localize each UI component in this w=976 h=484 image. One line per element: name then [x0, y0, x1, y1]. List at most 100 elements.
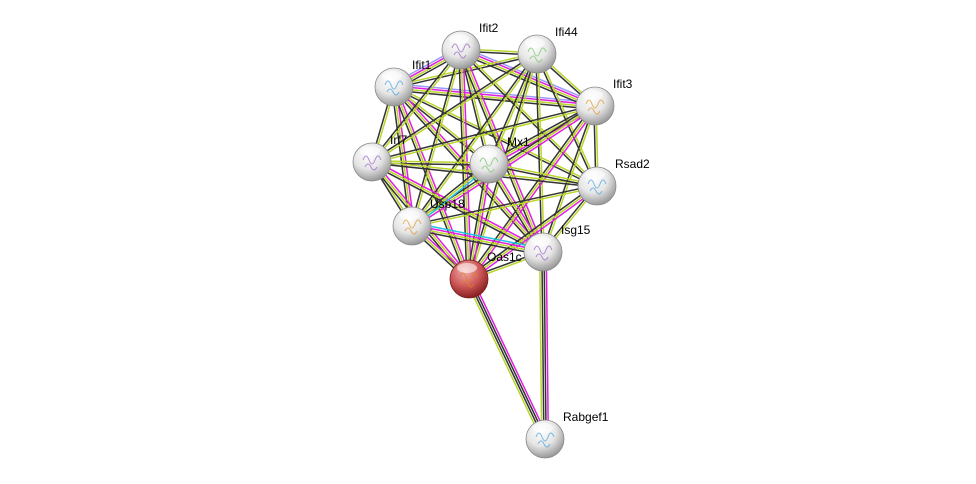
edge-ifit3-oas1c[interactable] — [466, 104, 598, 281]
edge-layer — [369, 46, 599, 441]
edge-ifi44-isg15[interactable] — [535, 53, 545, 253]
node-oas1c[interactable]: Oas1c — [449, 250, 522, 299]
edge-evidence-textmining — [468, 185, 598, 280]
node-label: Ifi44 — [555, 25, 578, 39]
node-label: Rsad2 — [615, 157, 650, 171]
node-mx1[interactable]: Mx1 — [469, 135, 530, 184]
edge-isg15-rabgef1[interactable] — [538, 251, 550, 440]
edge-irf7-isg15[interactable] — [370, 159, 545, 255]
edge-evidence-textmining — [412, 186, 598, 228]
protein-structure-icon — [585, 99, 605, 115]
protein-structure-icon — [479, 157, 499, 173]
sphere-highlight — [360, 146, 380, 156]
edge-evidence-textmining — [393, 86, 544, 253]
sphere-highlight — [400, 210, 420, 220]
edge-evidence-experiments — [471, 277, 549, 438]
edge-evidence-experiments — [372, 159, 545, 251]
edge-evidence-textmining — [468, 163, 490, 280]
edge-evidence-coexpression — [467, 279, 545, 440]
node-ifi44[interactable]: Ifi44 — [517, 25, 578, 74]
edge-evidence-textmining — [465, 280, 543, 441]
edge-evidence-coexpression — [371, 104, 595, 162]
edge-evidence-coexpression — [541, 252, 545, 440]
node-label: Irf7 — [390, 133, 408, 147]
node-label: Mx1 — [507, 135, 530, 149]
edge-evidence-coexpression — [393, 87, 597, 188]
node-ifit1[interactable]: Ifit1 — [374, 58, 432, 107]
edge-ifit3-irf7[interactable] — [371, 104, 596, 164]
edge-ifi44-rsad2[interactable] — [535, 53, 599, 187]
edge-evidence-coexpression — [487, 103, 595, 163]
edge-evidence-experiments — [545, 251, 550, 439]
edge-evidence-experiments — [470, 106, 598, 281]
edge-evidence-textmining — [468, 105, 596, 280]
sphere-highlight — [525, 38, 545, 48]
edge-rsad2-oas1c[interactable] — [467, 183, 599, 282]
edge-evidence-coexpression — [543, 251, 547, 439]
edge-rsad2-usp18[interactable] — [411, 184, 598, 228]
edge-oas1c-rabgef1[interactable] — [465, 277, 549, 441]
edge-evidence-coexpression — [370, 52, 537, 162]
edge-evidence-coexpression — [469, 278, 547, 439]
edge-ifit2-usp18[interactable] — [410, 49, 463, 227]
sphere-highlight — [477, 148, 497, 158]
sphere-highlight — [457, 263, 477, 273]
node-irf7[interactable]: Irf7 — [352, 133, 408, 182]
edge-usp18-isg15[interactable] — [411, 222, 544, 256]
edge-evidence-homology — [394, 82, 596, 104]
edge-evidence-textmining — [372, 106, 596, 164]
node-label: Ifit1 — [412, 58, 432, 72]
edge-mx1-oas1c[interactable] — [466, 163, 492, 280]
node-rabgef1[interactable]: Rabgef1 — [525, 410, 609, 459]
edge-evidence-coexpression — [410, 49, 461, 226]
edge-evidence-textmining — [461, 48, 599, 186]
edge-evidence-coexpression — [467, 183, 597, 278]
edge-evidence-coexpression — [466, 163, 488, 279]
edge-evidence-coexpression — [466, 104, 594, 279]
node-label: Rabgef1 — [563, 410, 609, 424]
edge-evidence-textmining — [393, 86, 470, 280]
edge-ifi44-irf7[interactable] — [370, 52, 539, 164]
node-label: Ifit2 — [479, 21, 499, 35]
node-usp18[interactable]: Usp18 — [392, 197, 465, 246]
edge-evidence-textmining — [538, 252, 543, 440]
edge-evidence-experiments — [395, 86, 415, 226]
protein-structure-icon — [451, 43, 471, 59]
edge-evidence-coexpression — [535, 54, 597, 187]
edge-evidence-coexpression — [370, 48, 461, 162]
edge-evidence-textmining — [372, 160, 490, 164]
edge-evidence-textmining — [537, 53, 599, 186]
edge-evidence-coexpression — [370, 163, 543, 255]
sphere-highlight — [382, 71, 402, 81]
edge-evidence-experiments — [412, 224, 544, 252]
protein-structure-icon — [384, 80, 404, 96]
edge-evidence-experiments — [469, 187, 599, 282]
node-label: Ifit3 — [613, 77, 633, 91]
node-ifit2[interactable]: Ifit2 — [441, 21, 499, 70]
protein-structure-icon — [533, 245, 553, 261]
protein-structure-icon — [402, 219, 422, 235]
sphere-highlight — [583, 90, 603, 100]
node-rsad2[interactable]: Rsad2 — [577, 157, 650, 206]
protein-structure-icon — [535, 432, 555, 448]
sphere-highlight — [585, 170, 605, 180]
edge-evidence-textmining — [394, 85, 491, 164]
edge-evidence-textmining — [412, 50, 463, 227]
protein-structure-icon — [527, 47, 547, 63]
node-ifit3[interactable]: Ifit3 — [575, 77, 633, 126]
node-isg15[interactable]: Isg15 — [523, 223, 591, 272]
edge-evidence-textmining — [412, 54, 539, 228]
node-label: Isg15 — [561, 223, 591, 237]
edge-evidence-textmining — [371, 161, 544, 253]
edge-evidence-coexpression — [411, 184, 597, 226]
edge-evidence-textmining — [372, 54, 539, 164]
protein-structure-icon — [587, 179, 607, 195]
protein-structure-icon — [362, 155, 382, 171]
protein-structure-icon — [459, 272, 479, 288]
edge-evidence-textmining — [537, 53, 545, 252]
edge-ifit2-irf7[interactable] — [370, 48, 463, 164]
edge-evidence-coexpression — [487, 53, 537, 164]
edge-evidence-textmining — [411, 226, 543, 254]
